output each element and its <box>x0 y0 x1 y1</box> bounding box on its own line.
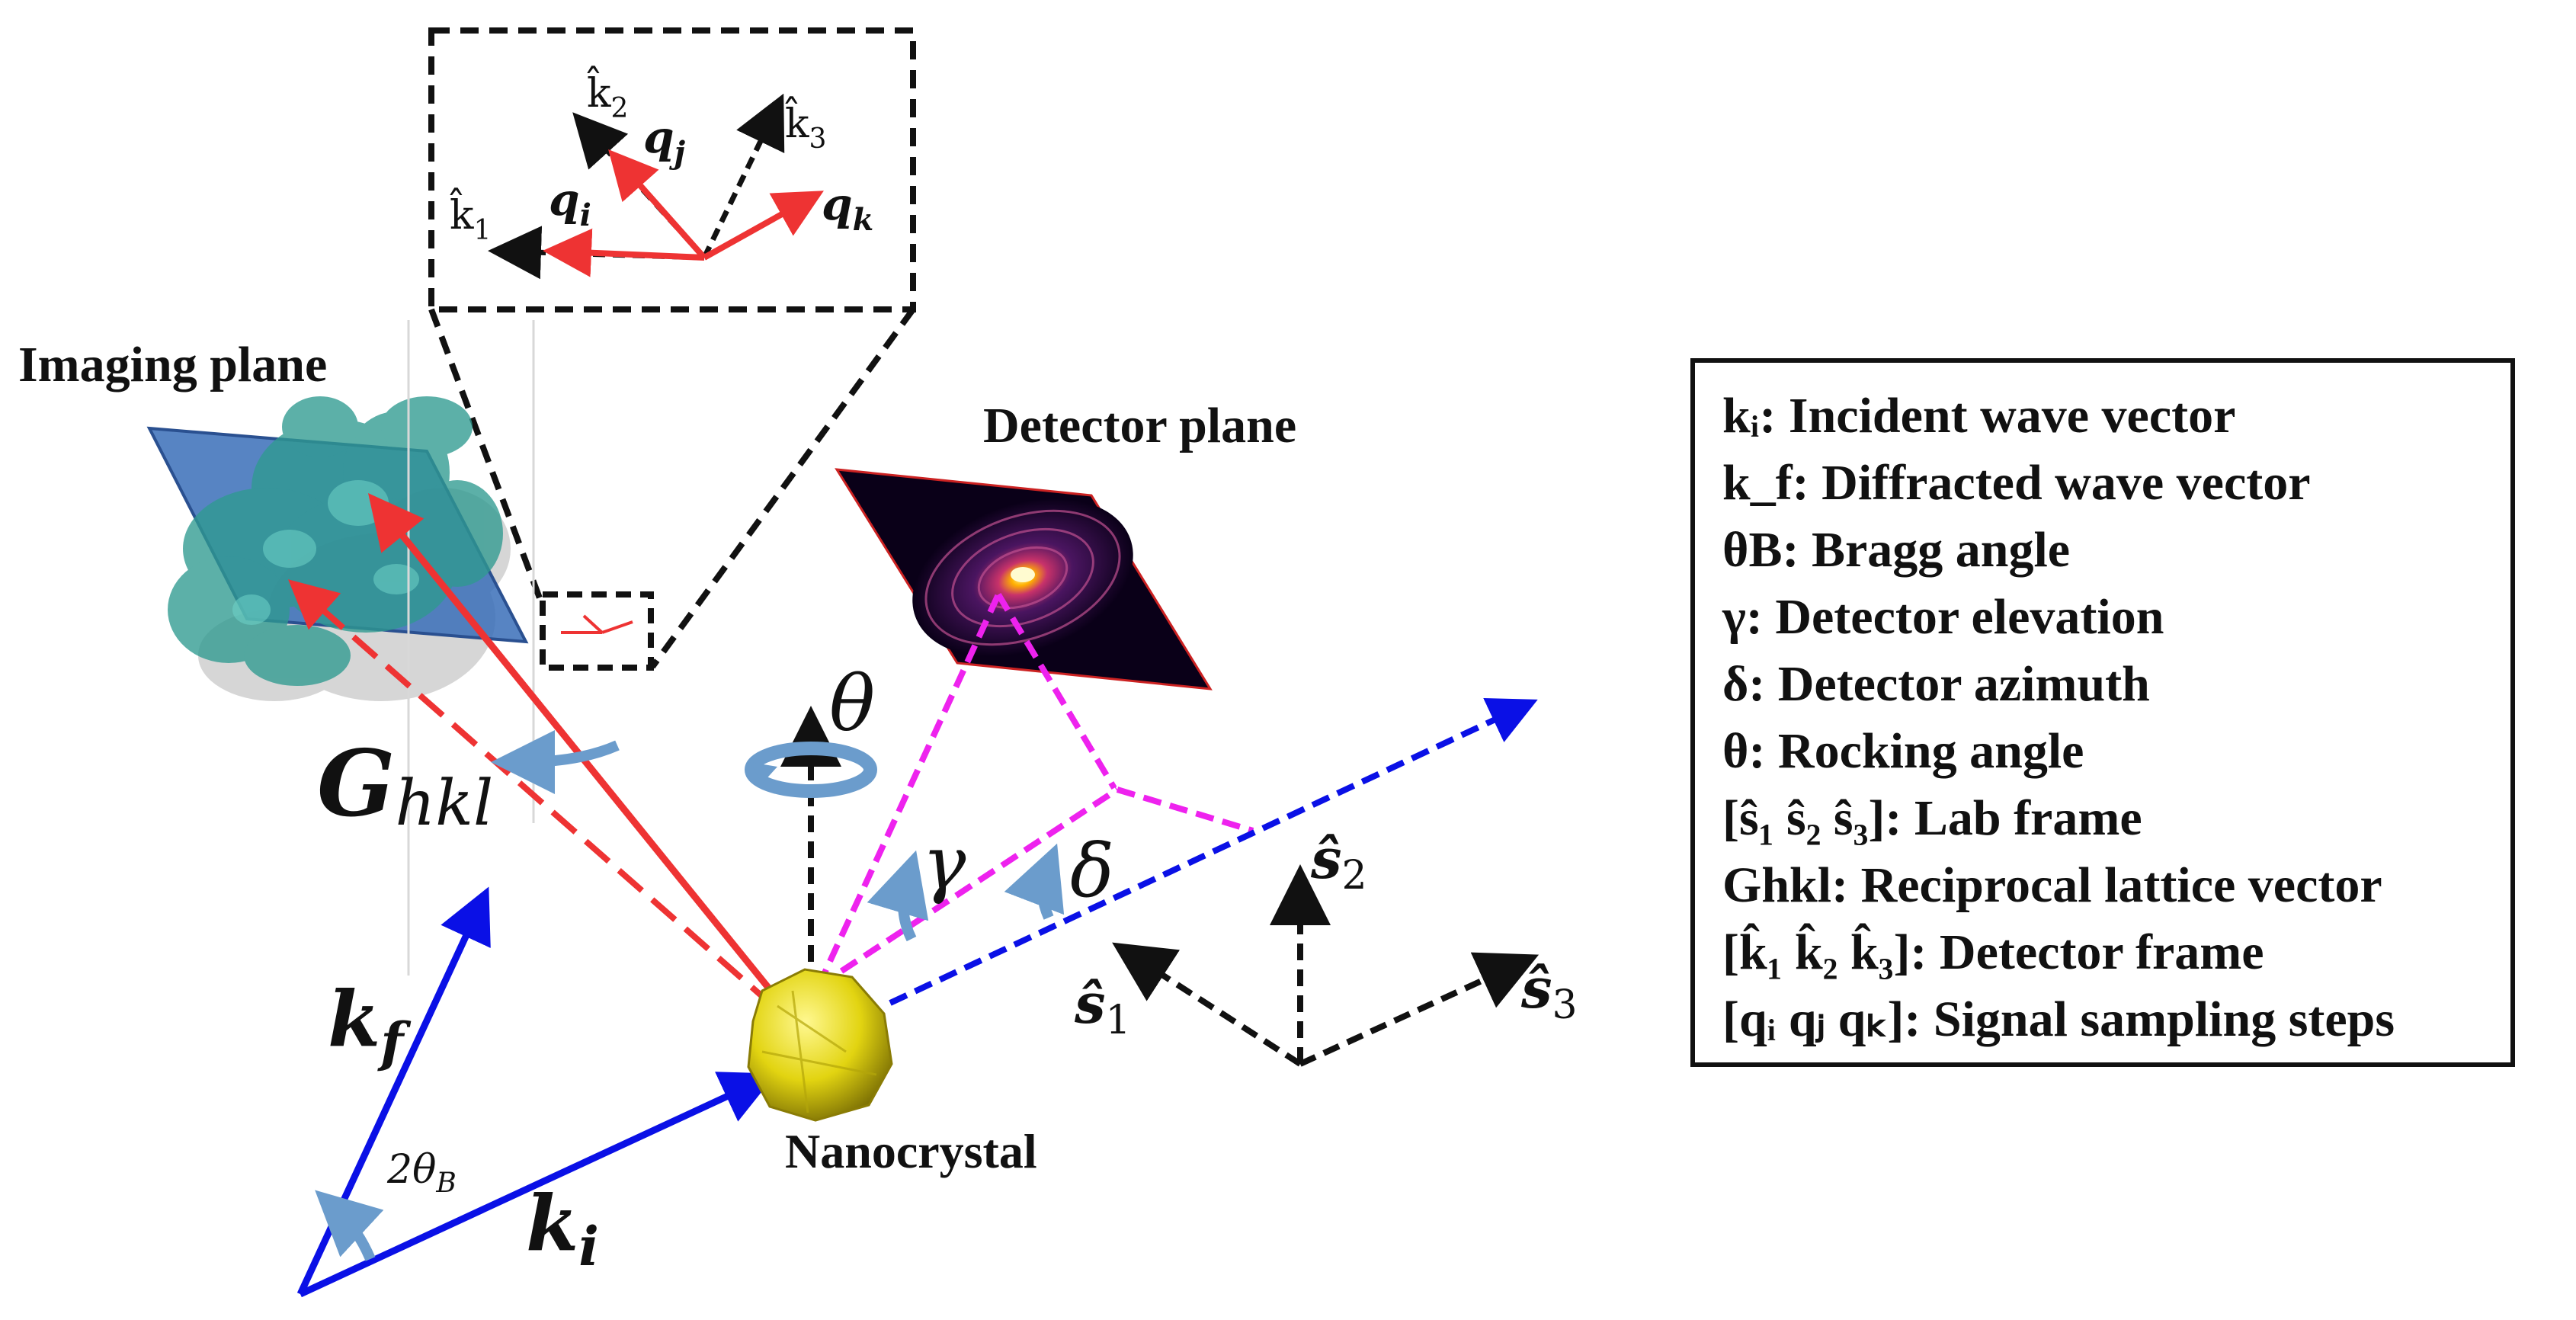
inset-detector-frame-box: k̂1 k̂2 k̂3 qi qj qk <box>428 27 916 669</box>
k2-label: k̂2 <box>586 66 628 124</box>
legend-item-sampling-steps: [qᵢ qⱼ qₖ]: Signal sampling steps <box>1722 992 2395 1047</box>
k1-label: k̂1 <box>449 188 491 246</box>
legend-item-gamma: γ: Detector elevation <box>1722 589 2164 645</box>
detector-plane: Detector plane <box>835 398 1296 690</box>
kf-vector <box>296 886 491 1296</box>
theta-label: θ <box>829 659 875 748</box>
legend-item-theta: θ: Rocking angle <box>1722 723 2084 779</box>
wave-vectors: 2θB kf ki <box>296 886 777 1298</box>
legend-item-ki: kᵢ: Incident wave vector <box>1722 388 2236 444</box>
theta-rotation-ring <box>745 742 877 798</box>
rocking-axis: θ <box>745 659 877 1014</box>
lab-frame: ŝ1 ŝ2 ŝ3 <box>1074 826 1578 1067</box>
detector-geometry-lines <box>815 592 1254 989</box>
imaging-plane: Imaging plane <box>18 320 535 976</box>
g-hkl-label: Ghkl <box>317 730 493 840</box>
kf-label: kf <box>328 974 412 1074</box>
k3-label: k̂3 <box>784 97 826 155</box>
nanocrystal-shape <box>747 968 893 1122</box>
nanocrystal: Nanocrystal <box>747 968 1037 1178</box>
legend-item-ghkl: Ghkl: Reciprocal lattice vector <box>1722 857 2382 913</box>
qi-label: qi <box>549 174 591 233</box>
legend-item-kf: k_f: Diffracted wave vector <box>1722 455 2311 511</box>
inset-source-box <box>540 591 654 671</box>
k3-axis <box>701 93 785 259</box>
gamma-arc <box>867 850 929 942</box>
detector-plane-label: Detector plane <box>983 398 1296 453</box>
delta-arc <box>1004 843 1065 920</box>
legend-item-detector-frame: [k̂₁ k̂₂ k̂₃]: Detector frame <box>1722 924 2264 980</box>
legend-item-lab-frame: [ŝ₁ ŝ₂ ŝ₃]: Lab frame <box>1722 790 2142 846</box>
bragg-angle-arc <box>315 1190 384 1261</box>
diffracted-beam-direction <box>889 697 1538 1006</box>
qj-label: qj <box>643 111 686 171</box>
s1-axis <box>1112 942 1302 1067</box>
s3-axis <box>1299 952 1540 1067</box>
gamma-label: γ <box>922 821 966 906</box>
g-hkl-rotation-arc <box>491 729 620 794</box>
qk-label: qk <box>822 178 873 238</box>
g-hkl-vector: Ghkl <box>287 493 811 1040</box>
s1-label: ŝ1 <box>1074 971 1131 1043</box>
legend-item-bragg-angle: θB: Bragg angle <box>1722 522 2071 578</box>
legend-box: kᵢ: Incident wave vector k_f: Diffracted… <box>1690 358 2515 1067</box>
s2-label: ŝ2 <box>1310 826 1367 899</box>
k1-axis <box>488 226 705 280</box>
delta-label: δ <box>1070 828 1114 914</box>
imaging-plane-label: Imaging plane <box>18 337 327 392</box>
qi-vector <box>543 228 705 277</box>
ki-label: ki <box>526 1178 599 1278</box>
two-theta-b-label: 2θB <box>386 1147 457 1199</box>
nanocrystal-label: Nanocrystal <box>785 1124 1037 1178</box>
qk-vector <box>703 191 824 261</box>
ki-vector <box>299 1072 777 1298</box>
s3-label: ŝ3 <box>1520 956 1578 1028</box>
legend-item-delta: δ: Detector azimuth <box>1722 656 2150 712</box>
qj-vector <box>608 149 706 260</box>
